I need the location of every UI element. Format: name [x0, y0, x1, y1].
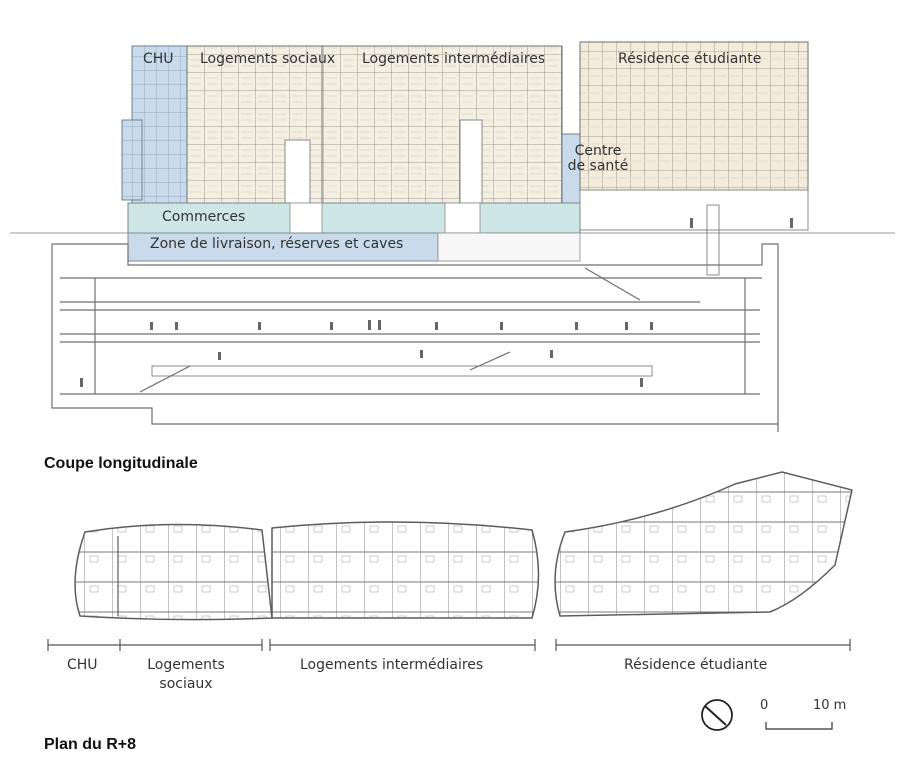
- stair-core-2: [459, 119, 483, 206]
- label-centre-sante: Centre de santé: [563, 143, 633, 175]
- people-silhouettes: [80, 218, 793, 387]
- plan-block-chu-sociaux: [74, 523, 273, 621]
- zone-label-logements-sociaux-line1: Logements: [147, 657, 225, 673]
- basement-strip: [437, 232, 581, 262]
- plan-title: Plan du R+8: [44, 736, 137, 753]
- zone-label-logements-intermediaires: Logements intermédiaires: [300, 657, 484, 673]
- label-logements-sociaux: Logements sociaux: [200, 51, 336, 67]
- label-logements-intermediaires: Logements intermédiaires: [362, 51, 546, 67]
- label-commerces: Commerces: [162, 209, 246, 225]
- plan-drawing: [74, 471, 853, 621]
- stair-core: [284, 139, 311, 206]
- zone-label-residence-etudiante: Résidence étudiante: [624, 657, 768, 673]
- commerces-gap-2: [444, 202, 481, 234]
- zone-label-logements-sociaux: Logements sociaux: [131, 657, 241, 693]
- zone-label-chu: CHU: [67, 657, 98, 673]
- scale-bar: [765, 722, 833, 730]
- label-residence-etudiante: Résidence étudiante: [618, 51, 762, 67]
- commerces-band: [127, 202, 581, 234]
- zone-label-logements-sociaux-line2: sociaux: [159, 676, 213, 693]
- label-chu: CHU: [143, 51, 174, 67]
- section-drawing: [10, 41, 895, 432]
- north-arrow-icon: [701, 699, 733, 731]
- livraison-band: [127, 232, 439, 262]
- plan-block-residence: [554, 471, 853, 617]
- plan-dimension-lines: [47, 639, 851, 651]
- label-centre-sante-line1: Centre: [574, 143, 622, 159]
- scale-end-label: 10 m: [813, 698, 847, 713]
- residence-podium: [579, 189, 809, 231]
- label-zone-livraison: Zone de livraison, réserves et caves: [150, 236, 404, 252]
- scale-start-label: 0: [760, 698, 769, 713]
- label-centre-sante-line2: de santé: [567, 158, 629, 175]
- residence-etudiante-block: [579, 41, 809, 191]
- logements-intermediaires-block: [321, 45, 563, 207]
- section-title: Coupe longitudinale: [44, 455, 198, 472]
- chu-annex: [121, 119, 143, 201]
- plan-block-intermediaires: [271, 521, 540, 619]
- underground-structure: [51, 204, 779, 432]
- commerces-gap: [289, 202, 323, 234]
